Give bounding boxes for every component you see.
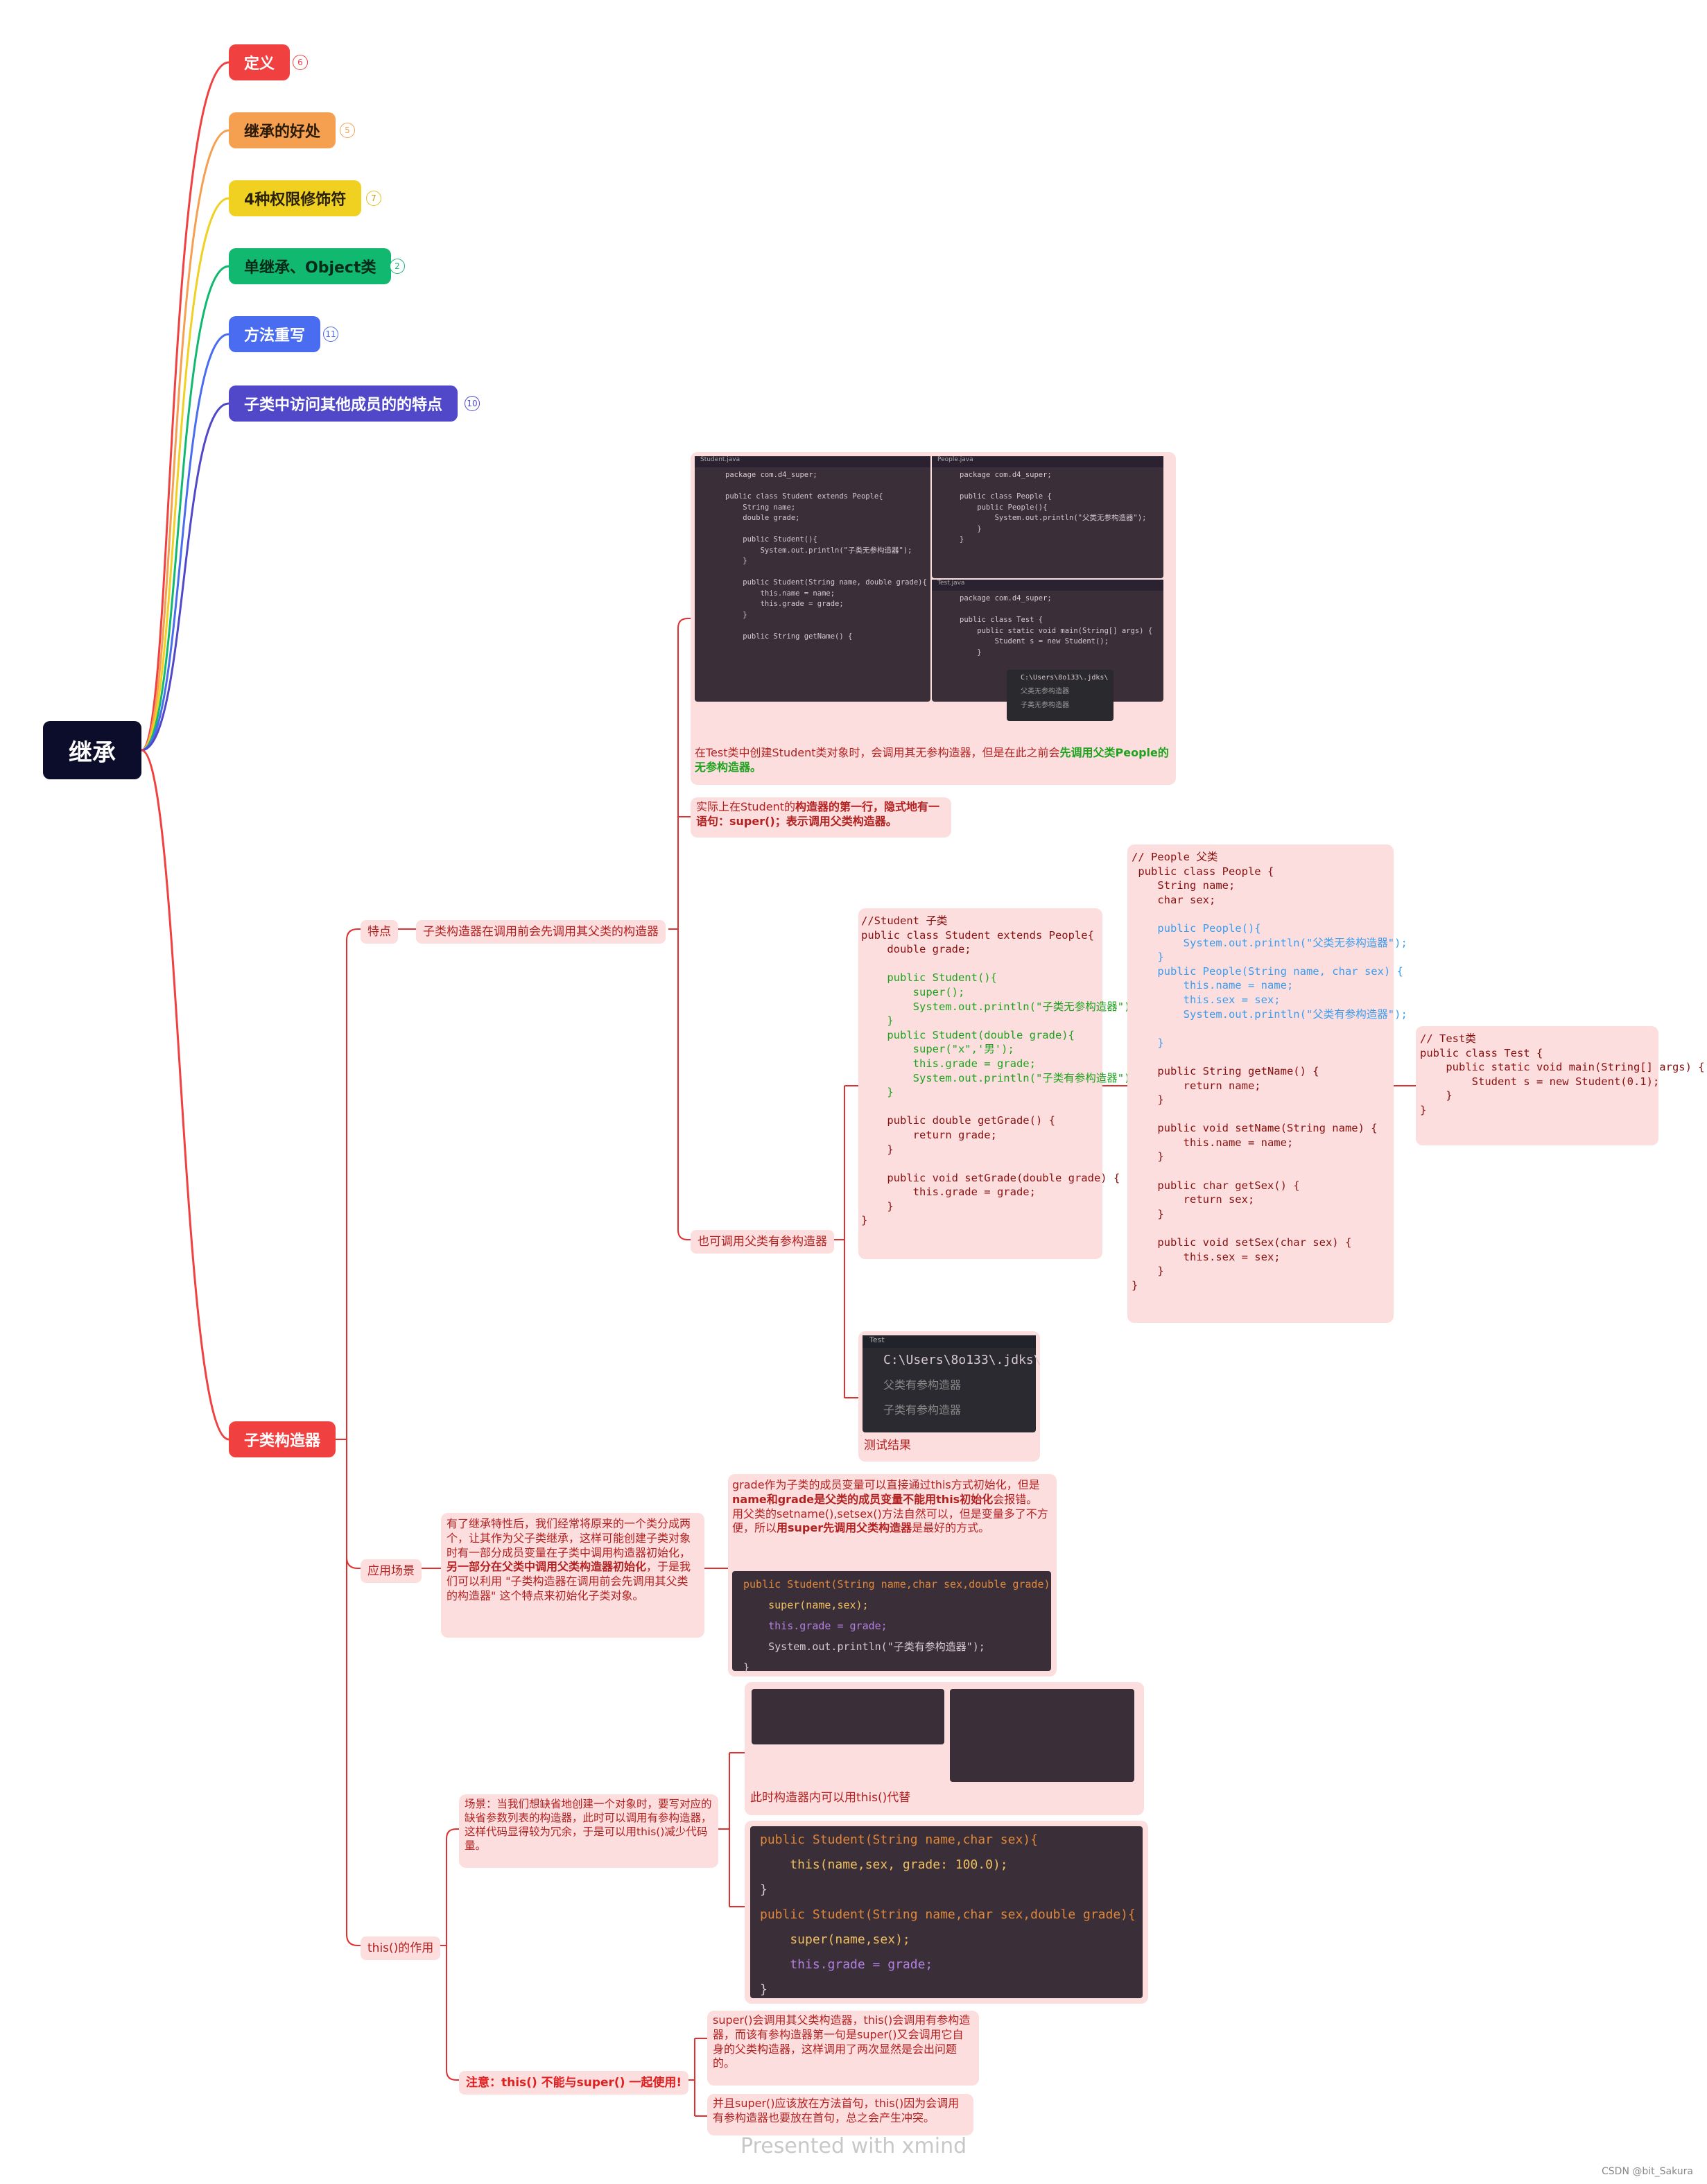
console-tab: Test bbox=[863, 1335, 1036, 1348]
console-screenshot: Test C:\Users\8o133\.jdks\ 父类有参构造器 子类有参构… bbox=[863, 1335, 1041, 1432]
grade-code: public Student(String name,char sex,doub… bbox=[743, 1578, 1050, 1674]
code-test-box: // Test类 public class Test { public stat… bbox=[1416, 1026, 1705, 1145]
ide-student-tab: Student.java bbox=[695, 456, 930, 467]
ide-test-code: package com.d4_super; public class Test … bbox=[960, 594, 1153, 657]
this-scene-text: 场景：当我们想缺省地创建一个对象时，要写对应的缺省参数列表的构造器，此时可以调用… bbox=[459, 1794, 718, 1868]
node-features-child[interactable]: 子类构造器在调用前会先调用其父类的构造器 bbox=[416, 920, 666, 944]
code-student-box: //Student 子类 public class Student extend… bbox=[858, 908, 1137, 1259]
node-this-super-warning[interactable]: 注意：this() 不能与super() 一起使用! bbox=[459, 2071, 689, 2095]
branch-member-access[interactable]: 子类中访问其他成员的的特点 bbox=[229, 385, 458, 422]
ide-people-tab: People.java bbox=[932, 456, 1163, 467]
branch-count-benefits[interactable]: 5 bbox=[340, 123, 355, 138]
code-test: // Test类 public class Test { public stat… bbox=[1420, 1032, 1705, 1116]
console-popup: C:\Users\8o133\.jdks\ 父类无参构造器 子类无参构造器 bbox=[1007, 670, 1114, 721]
ide-test-tab: Test.java bbox=[932, 580, 1163, 591]
code-student: //Student 子类 public class Student extend… bbox=[861, 915, 1137, 1227]
csdn-watermark: CSDN @bit_Sakura bbox=[1602, 2166, 1693, 2177]
this-replace-label: 此时构造器内可以用this()代替 bbox=[750, 1791, 911, 1805]
this-replace-screenshot-right bbox=[950, 1689, 1134, 1782]
ide-screenshot-box: Student.java package com.d4_super; publi… bbox=[691, 452, 1176, 785]
note-first-statement: 并且super()应该放在方法首句，this()因为会调用有参构造器也要放在首句… bbox=[707, 2094, 973, 2135]
grade-code-screenshot: public Student(String name,char sex,doub… bbox=[732, 1571, 1051, 1674]
code-people: // People 父类 public class People { Strin… bbox=[1132, 851, 1407, 1292]
ide-people-code: package com.d4_super; public class Peopl… bbox=[960, 471, 1147, 544]
note-super-this-conflict: super()会调用其父类构造器，this()会调用有参构造器，而该有参构造器第… bbox=[707, 2011, 979, 2086]
this-code-screenshot: public Student(String name,char sex){ th… bbox=[750, 1826, 1143, 1998]
this-code: public Student(String name,char sex){ th… bbox=[760, 1832, 1136, 1997]
branch-benefits[interactable]: 继承的好处 bbox=[229, 112, 336, 148]
grade-explanation-box: grade作为子类的成员变量可以直接通过this方式初始化，但是name和gra… bbox=[728, 1474, 1057, 1676]
branch-definition[interactable]: 定义 bbox=[229, 44, 291, 80]
ide-student-code: package com.d4_super; public class Stude… bbox=[725, 471, 927, 641]
use-case-explanation: 有了继承特性后，我们经常将原来的一个类分成两个，让其作为父子类继承，这样可能创建… bbox=[441, 1513, 704, 1638]
console-popup-output: C:\Users\8o133\.jdks\ 父类无参构造器 子类无参构造器 bbox=[1021, 674, 1109, 709]
branch-count-member-access[interactable]: 10 bbox=[465, 396, 480, 411]
grade-explanation-text: grade作为子类的成员变量可以直接通过this方式初始化，但是name和gra… bbox=[732, 1478, 1048, 1535]
console-output: C:\Users\8o133\.jdks\ 父类有参构造器 子类有参构造器 bbox=[883, 1353, 1041, 1416]
ide-people-screenshot: People.java package com.d4_super; public… bbox=[932, 456, 1163, 578]
note-implicit-super: 实际上在Student的构造器的第一行，隐式地有一语句：super()；表示调用… bbox=[691, 797, 951, 838]
this-code-box: public Student(String name,char sex){ th… bbox=[745, 1821, 1148, 2004]
this-replace-box: 此时构造器内可以用this()代替 bbox=[745, 1682, 1144, 1815]
branch-count-definition[interactable]: 6 bbox=[293, 55, 308, 70]
branch-access-modifiers[interactable]: 4种权限修饰符 bbox=[229, 180, 362, 216]
branch-subclass-constructor[interactable]: 子类构造器 bbox=[229, 1421, 336, 1457]
note-test-creates-student: 在Test类中创建Student类对象时，会调用其无参构造器，但是在此之前会先调… bbox=[695, 746, 1169, 774]
branch-count-override[interactable]: 11 bbox=[323, 327, 338, 342]
node-parent-param-constructor[interactable]: 也可调用父类有参构造器 bbox=[691, 1230, 834, 1254]
test-result-label: 测试结果 bbox=[864, 1439, 911, 1453]
branch-override[interactable]: 方法重写 bbox=[229, 316, 321, 352]
ide-student-screenshot: Student.java package com.d4_super; publi… bbox=[695, 456, 930, 702]
branch-count-access-modifiers[interactable]: 7 bbox=[366, 191, 381, 206]
branch-count-single-inheritance[interactable]: 2 bbox=[390, 259, 405, 274]
branch-single-inheritance[interactable]: 单继承、Object类 bbox=[229, 248, 392, 284]
code-people-box: // People 父类 public class People { Strin… bbox=[1127, 844, 1407, 1323]
test-result-box: Test C:\Users\8o133\.jdks\ 父类有参构造器 子类有参构… bbox=[858, 1331, 1041, 1462]
root-node[interactable]: 继承 bbox=[43, 721, 141, 779]
node-this-role[interactable]: this()的作用 bbox=[361, 1936, 441, 1961]
node-features[interactable]: 特点 bbox=[361, 920, 398, 944]
node-use-case[interactable]: 应用场景 bbox=[361, 1559, 422, 1584]
xmind-watermark: Presented with xmind bbox=[740, 2134, 967, 2158]
this-replace-screenshot-left bbox=[752, 1689, 944, 1744]
